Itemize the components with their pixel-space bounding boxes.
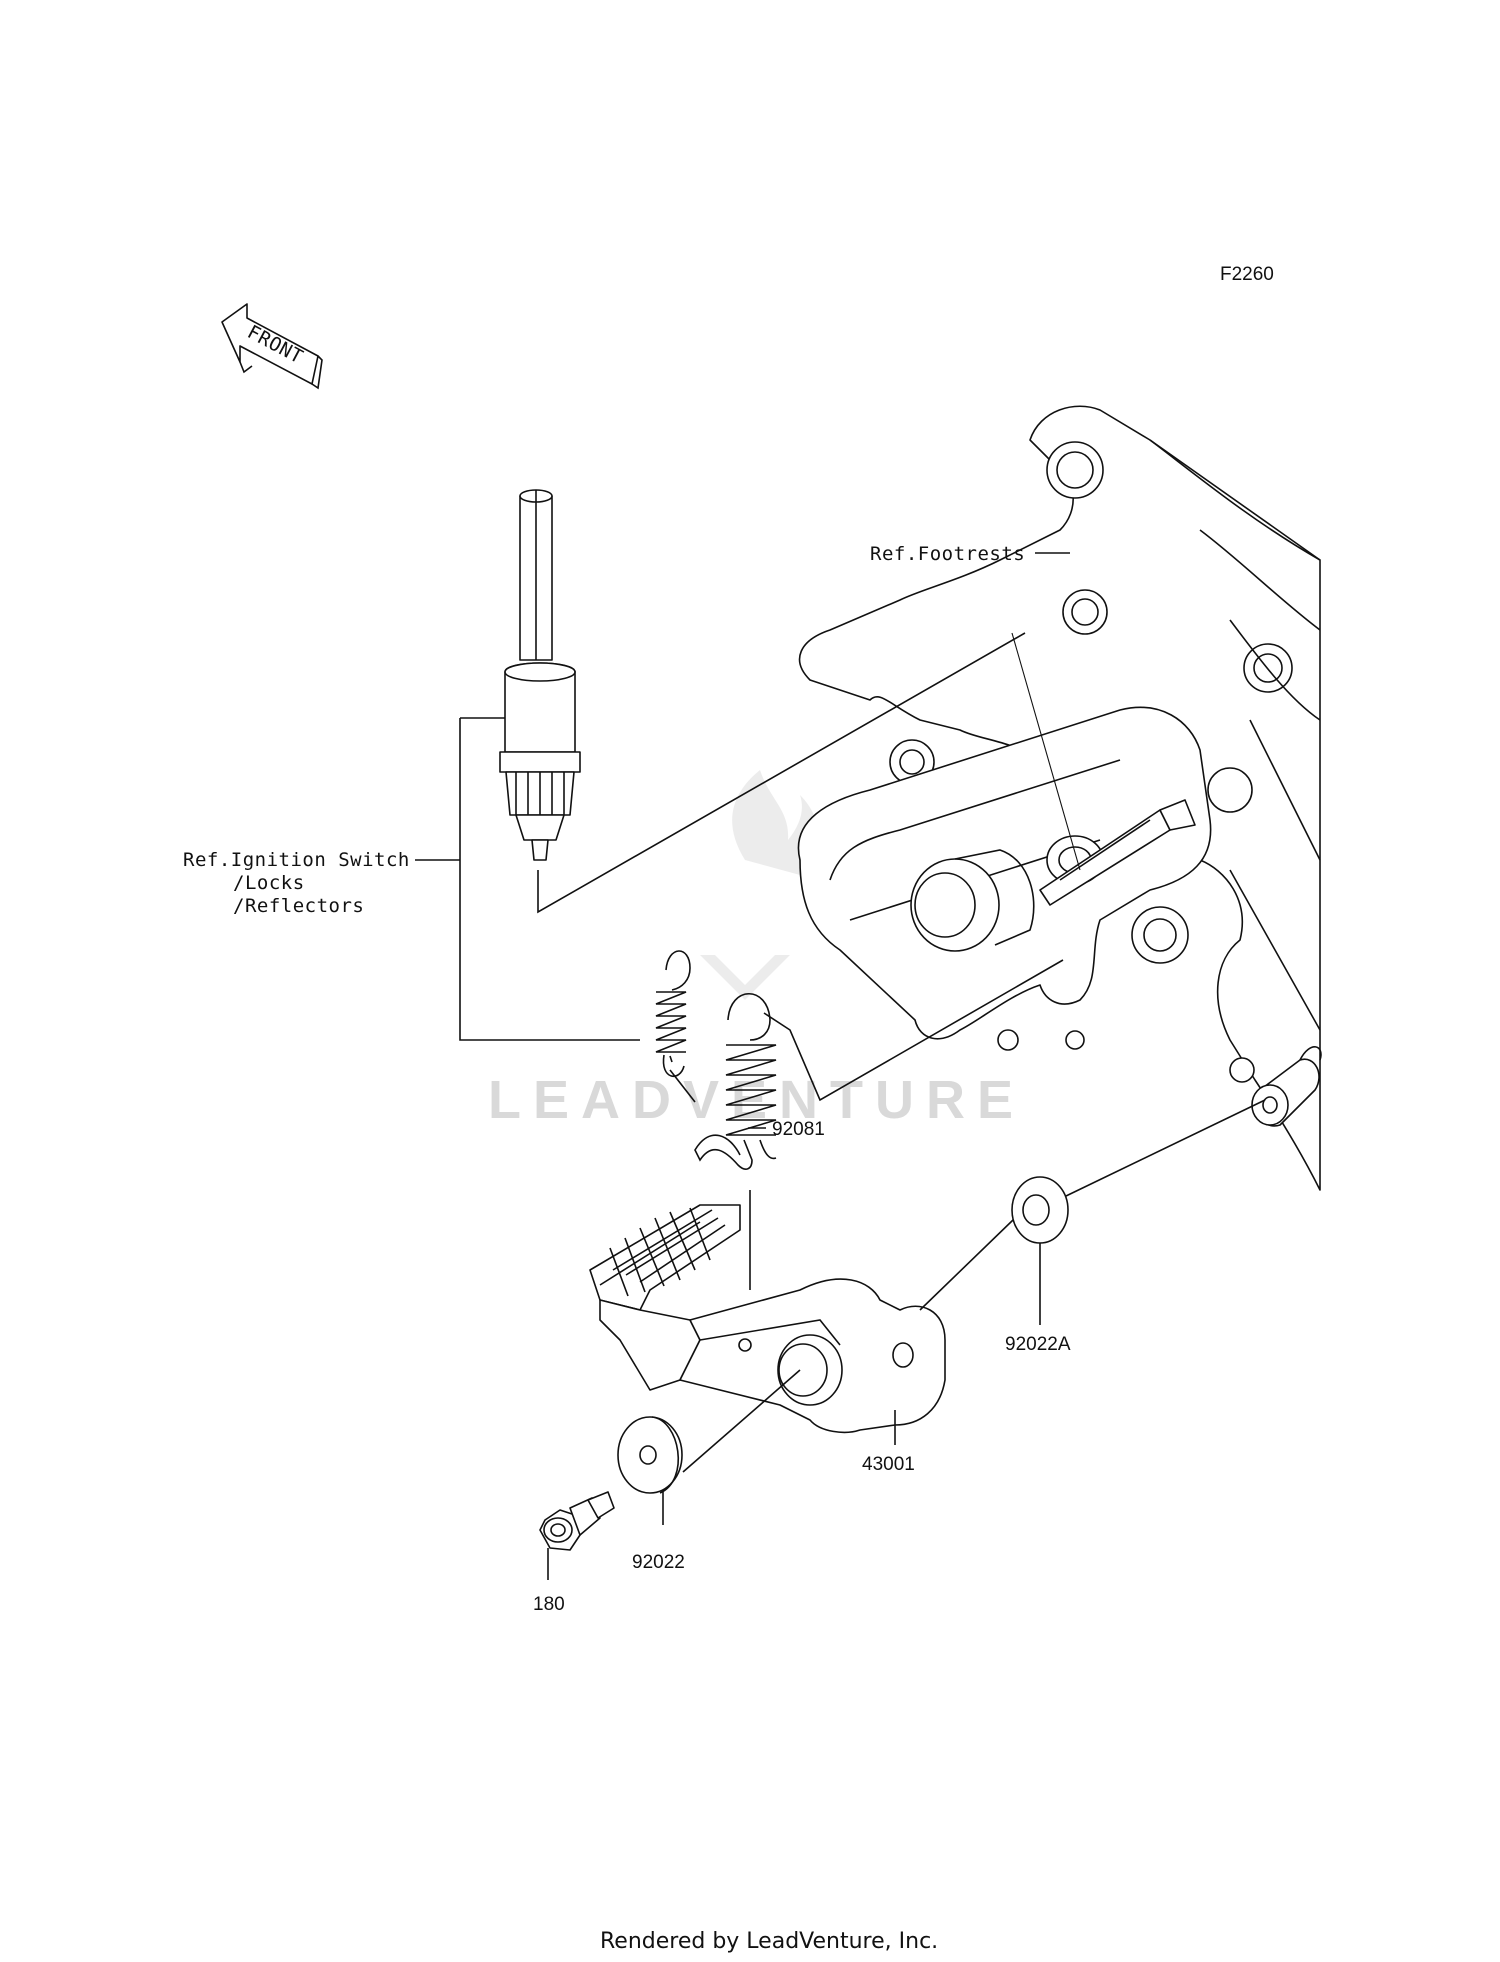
callout-92022a: 92022A (1005, 1334, 1071, 1355)
callout-92081: 92081 (772, 1119, 825, 1140)
bracket-plunger (1039, 799, 1196, 906)
brake-light-switch (499, 489, 581, 861)
leader-lines (415, 552, 1266, 1580)
ref-ignition-label-line2: /Locks (233, 872, 305, 894)
callout-92022: 92022 (632, 1552, 685, 1573)
return-spring-small (655, 950, 691, 1077)
callout-180: 180 (533, 1594, 565, 1615)
washer-a (1011, 1176, 1069, 1244)
callout-43001: 43001 (862, 1454, 915, 1475)
brake-pedal (589, 1204, 946, 1434)
figure-code: F2260 (1220, 264, 1274, 285)
bracket-arm (797, 706, 1255, 1083)
watermark-text: LEADVENTURE (488, 1070, 1025, 1130)
ref-ignition-label-line3: /Reflectors (233, 895, 364, 917)
washer (617, 1416, 683, 1494)
ref-footrests-label: Ref.Footrests (870, 543, 1025, 565)
front-arrow-icon: FRONT (221, 303, 323, 390)
watermark-logo-icon (700, 770, 819, 1000)
ref-ignition-label-line1: Ref.Ignition Switch (183, 849, 410, 871)
footer-credit: Rendered by LeadVenture, Inc. (600, 1929, 938, 1954)
pivot-pin (1251, 1046, 1322, 1127)
flange-bolt (539, 1491, 615, 1551)
